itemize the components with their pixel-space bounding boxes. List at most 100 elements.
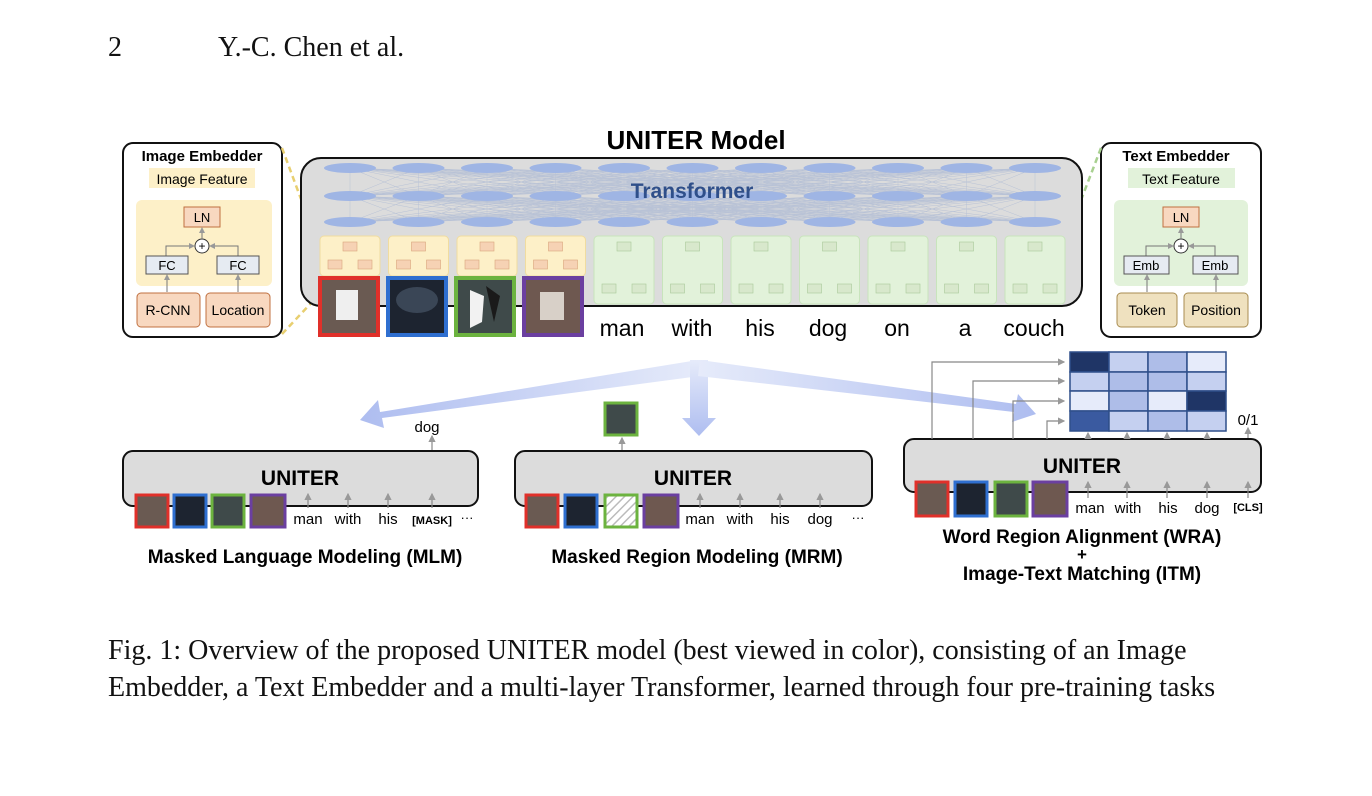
mrm-masked-region [603, 493, 639, 529]
running-header-authors: Y.-C. Chen et al. [218, 32, 405, 63]
location-label: Location [212, 302, 265, 318]
wra-caption-line1: Word Region Alignment (WRA) [943, 527, 1222, 548]
wra-token-dog: dog [1194, 500, 1219, 517]
network-node [324, 163, 376, 173]
network-edge [418, 167, 1036, 197]
token-couch: couch [1003, 315, 1064, 341]
mrm-caption: Masked Region Modeling (MRM) [551, 547, 842, 568]
image-embedding-cell [525, 235, 586, 277]
text-ln-label: LN [1173, 210, 1190, 225]
mrm-output-region [603, 401, 639, 437]
network-node [735, 163, 787, 173]
wra-uniter-label: UNITER [1043, 455, 1121, 478]
token-with: with [671, 315, 713, 341]
token-on: on [884, 315, 910, 341]
wra-token-man: man [1075, 500, 1104, 517]
text-embedding-cell [593, 235, 655, 305]
image-feature-label: Image Feature [156, 171, 247, 187]
image-fc-left-label: FC [158, 258, 175, 273]
network-node [598, 191, 650, 201]
network-edge [349, 167, 693, 197]
image-embedding-cell [388, 235, 449, 277]
network-node [392, 191, 445, 201]
network-node [461, 191, 513, 201]
network-edge [555, 167, 1036, 197]
mrm-token-his: his [770, 511, 789, 528]
mlm-output-label: dog [414, 419, 439, 436]
image-embedder-title: Image Embedder [142, 148, 263, 165]
network-node [803, 217, 856, 227]
text-plus-symbol: + [1177, 239, 1184, 253]
network-edge [760, 195, 1036, 223]
position-label: Position [1191, 302, 1241, 318]
network-node [735, 191, 787, 201]
text-embedding-cell [936, 235, 997, 305]
text-embedding-cell [730, 235, 792, 305]
rcnn-label: R-CNN [145, 302, 190, 318]
wra-token-with: with [1114, 500, 1142, 517]
network-node [461, 217, 513, 227]
mlm-caption: Masked Language Modeling (MLM) [148, 547, 463, 568]
mlm-uniter-label: UNITER [261, 467, 339, 490]
text-embedding-cell [1004, 235, 1066, 305]
arrow-to-mlm [360, 360, 700, 428]
network-edge [692, 167, 1036, 197]
text-emb-right-label: Emb [1202, 258, 1229, 273]
mrm-token-man: man [685, 511, 714, 528]
text-embedding-cell [867, 235, 929, 305]
network-edge [829, 195, 1036, 223]
network-node [872, 191, 924, 201]
image-region-blue [386, 276, 448, 337]
network-node [1009, 163, 1061, 173]
image-region-red [318, 276, 380, 337]
arrow-to-wra [698, 360, 1036, 422]
network-edge [349, 167, 556, 197]
text-feature-label: Text Feature [1142, 171, 1220, 187]
network-node [529, 217, 582, 227]
network-node [324, 217, 376, 227]
text-embedding-cell [799, 235, 860, 305]
network-edge [897, 195, 1036, 223]
wra-token-cls: [CLS] [1233, 502, 1263, 514]
image-embedding-cell [319, 235, 381, 277]
network-node [461, 163, 513, 173]
network-node [940, 191, 993, 201]
network-node [666, 217, 719, 227]
mrm-task: UNITER man with his dog ··· Masked Regio… [514, 401, 873, 568]
image-ln-label: LN [194, 210, 211, 225]
network-edge [349, 167, 625, 197]
mrm-uniter-label: UNITER [654, 467, 732, 490]
embedding-cells [319, 235, 1066, 305]
network-edge [829, 167, 1036, 197]
mlm-token-with: with [334, 511, 362, 528]
alignment-heatmap [1069, 351, 1227, 432]
network-node [803, 163, 856, 173]
transformer-label: Transformer [631, 180, 754, 203]
wra-caption-line2: Image-Text Matching (ITM) [963, 564, 1201, 585]
network-edge [349, 195, 1036, 223]
token-dog: dog [809, 315, 847, 341]
figure-title: UNITER Model [606, 125, 785, 155]
network-node [803, 191, 856, 201]
uniter-figure: UNITER Model Image Embedder Image Featur… [122, 125, 1263, 585]
network-edge [349, 195, 899, 223]
network-node [1009, 191, 1061, 201]
text-embedder: Text Embedder Text Feature LN + Emb Emb … [1100, 142, 1262, 338]
network-node [1009, 217, 1061, 227]
network-edge [349, 167, 899, 197]
network-edge [349, 167, 488, 197]
network-node [529, 163, 582, 173]
network-node [940, 163, 993, 173]
text-embedding-cell [662, 235, 723, 305]
wra-caption-plus: + [1077, 545, 1087, 564]
text-emb-left-label: Emb [1133, 258, 1160, 273]
image-region-green [454, 276, 516, 337]
text-embedder-title: Text Embedder [1122, 148, 1229, 165]
network-edge [349, 167, 419, 197]
network-node [392, 163, 445, 173]
mlm-token-his: his [378, 511, 397, 528]
transformer-network [324, 163, 1061, 227]
network-node [324, 191, 376, 201]
network-node [392, 217, 445, 227]
network-edge [897, 167, 1036, 197]
